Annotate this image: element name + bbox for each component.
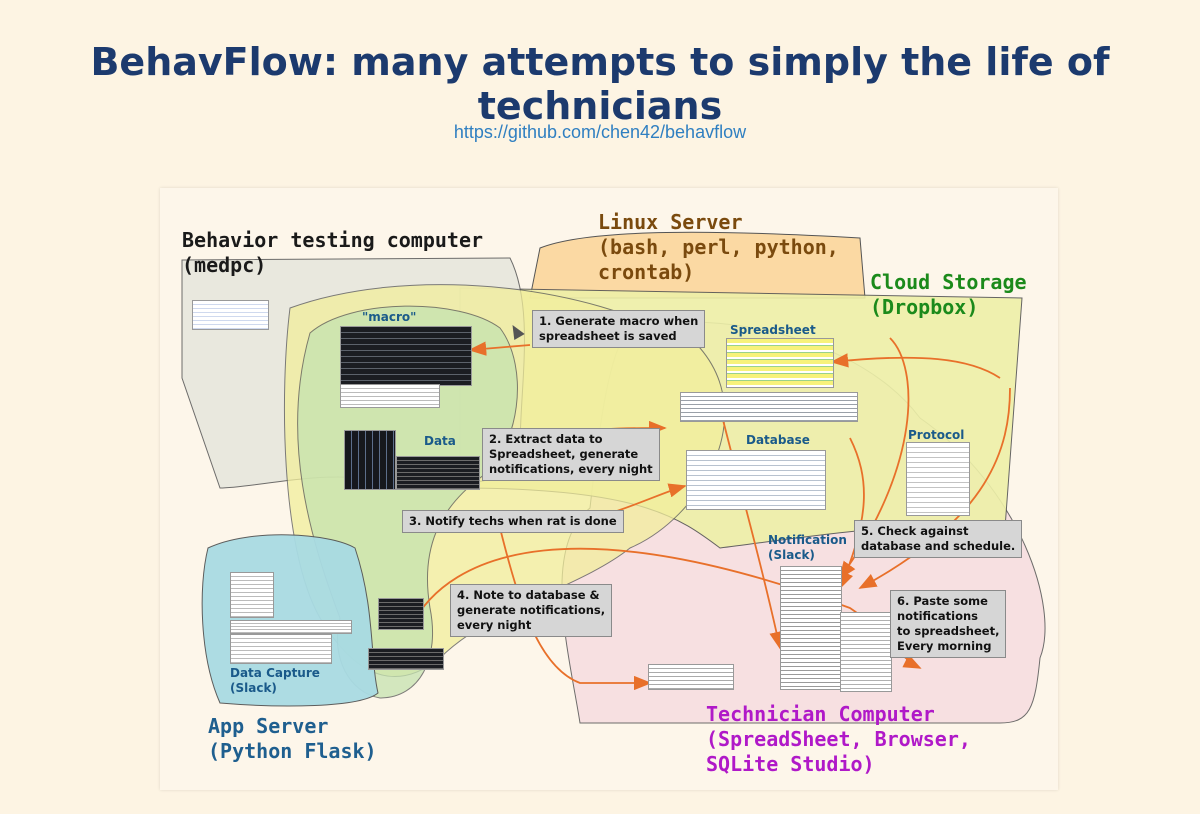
technician-region-label: Technician Computer (SpreadSheet, Browse… (706, 702, 971, 776)
step-1-callout: 1. Generate macro when spreadsheet is sa… (532, 310, 706, 348)
notification-thumbnail (780, 566, 842, 690)
data-label: Data (424, 434, 456, 448)
step-4-callout: 4. Note to database & generate notificat… (450, 584, 613, 637)
step-3-callout: 3. Notify techs when rat is done (402, 510, 624, 533)
data-capture-label: Data Capture (Slack) (230, 666, 320, 695)
behavior-screenshot-thumbnail (192, 300, 269, 330)
notification-label: Notification (Slack) (768, 533, 847, 562)
data-graph-thumbnail (344, 430, 396, 490)
protocol-thumbnail (906, 442, 970, 516)
data-capture-thread-thumbnail (230, 620, 352, 634)
database-thumbnail (686, 450, 826, 510)
spreadsheet-label: Spreadsheet (730, 323, 816, 337)
github-link[interactable]: https://github.com/chen42/behavflow (453, 122, 747, 142)
slide-title: BehavFlow: many attempts to simply the l… (90, 40, 1110, 128)
macro-screenshot-thumbnail (340, 326, 472, 386)
cloud-region-label: Cloud Storage (Dropbox) (870, 270, 1027, 319)
macro-label: "macro" (362, 310, 417, 324)
linux-region-label: Linux Server (bash, perl, python, cronta… (598, 210, 839, 284)
app-log-thumbnail-1 (378, 598, 424, 630)
behavior-region-label: Behavior testing computer (medpc) (182, 228, 484, 277)
data-log-thumbnail (396, 456, 480, 490)
notification-slack-thumbnail (840, 612, 892, 692)
linux-region (529, 231, 866, 299)
behavflow-diagram: Behavior testing computer (medpc) Linux … (160, 188, 1058, 790)
step-2-callout: 2. Extract data to Spreadsheet, generate… (482, 428, 660, 481)
app-log-thumbnail-2 (368, 648, 444, 670)
macro-log-thumbnail (340, 384, 440, 408)
data-capture-thumbnail (230, 572, 274, 618)
step-6-callout: 6. Paste some notifications to spreadshe… (890, 590, 1007, 658)
database-label: Database (746, 433, 810, 447)
protocol-label: Protocol (908, 428, 965, 442)
step-5-callout: 5. Check against database and schedule. (854, 520, 1023, 558)
data-capture-message-thumbnail (230, 634, 332, 664)
technician-note-thumbnail (648, 664, 734, 690)
database-rows-thumbnail (680, 392, 858, 422)
spreadsheet-thumbnail (726, 338, 834, 388)
app-region-label: App Server (Python Flask) (208, 714, 377, 763)
